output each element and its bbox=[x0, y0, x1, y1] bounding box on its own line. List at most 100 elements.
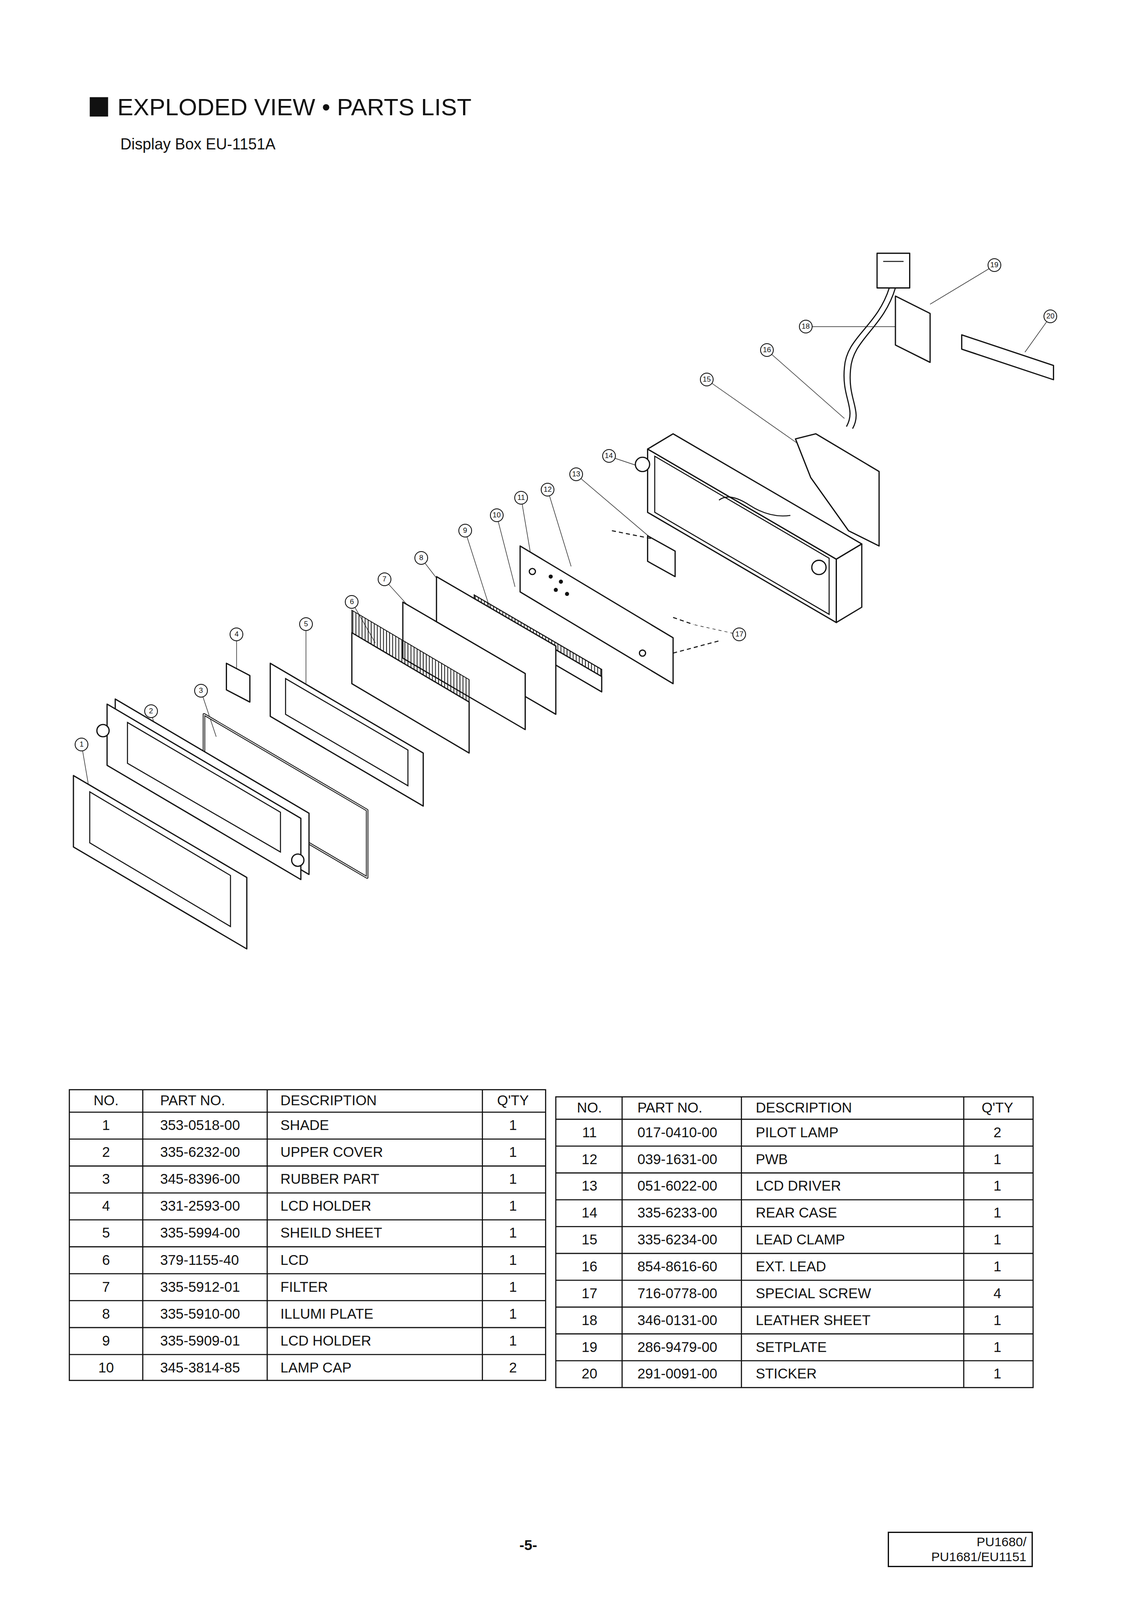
table-cell: 353-0518-00 bbox=[160, 1117, 240, 1133]
table-cell: 1 bbox=[993, 1151, 1002, 1167]
parts-table-left bbox=[69, 1089, 546, 1381]
leader-line bbox=[805, 326, 896, 327]
table-cell: EXT. LEAD bbox=[755, 1258, 827, 1274]
callout-text: 6 bbox=[349, 597, 354, 607]
table-cell: UPPER COVER bbox=[280, 1144, 383, 1160]
cover-tab bbox=[291, 854, 304, 867]
table-cell: 335-6234-00 bbox=[637, 1231, 718, 1248]
table-cell: LCD DRIVER bbox=[755, 1177, 842, 1194]
table-header: Q'TY bbox=[981, 1099, 1014, 1116]
case-tab bbox=[635, 457, 650, 472]
table-cell: 291-0091-00 bbox=[637, 1365, 718, 1382]
table-cell: 1 bbox=[509, 1144, 517, 1160]
cable bbox=[844, 287, 890, 427]
table-cell: 5 bbox=[102, 1224, 110, 1241]
callout-text: 4 bbox=[234, 629, 239, 639]
table-cell: 18 bbox=[581, 1312, 598, 1328]
table-rule bbox=[69, 1111, 546, 1113]
callout-text: 19 bbox=[990, 260, 999, 270]
table-cell: 335-5910-00 bbox=[160, 1305, 240, 1322]
table-cell: SHADE bbox=[280, 1117, 330, 1133]
table-rule bbox=[69, 1138, 546, 1140]
table-cell: 17 bbox=[581, 1285, 598, 1301]
callout-text: 16 bbox=[762, 345, 771, 355]
table-rule bbox=[69, 1326, 546, 1329]
callout-text: 15 bbox=[702, 375, 711, 384]
table-header: Q'TY bbox=[497, 1092, 529, 1108]
callout-number: 12 bbox=[540, 482, 555, 497]
table-cell: REAR CASE bbox=[755, 1204, 838, 1221]
table-cell: 1 bbox=[102, 1117, 110, 1133]
table-cell: 1 bbox=[509, 1305, 517, 1322]
table-cell: 10 bbox=[98, 1359, 114, 1376]
table-border bbox=[555, 1096, 1033, 1388]
pilot-lamp bbox=[639, 650, 646, 656]
table-cell: 4 bbox=[102, 1198, 110, 1214]
shade-window bbox=[89, 791, 231, 927]
table-rule bbox=[555, 1306, 1033, 1308]
table-header: PART NO. bbox=[637, 1099, 703, 1116]
leader-line bbox=[496, 515, 516, 587]
table-cell: 2 bbox=[102, 1144, 110, 1160]
table-cell: 335-5912-01 bbox=[160, 1278, 240, 1295]
holder-frame bbox=[270, 663, 423, 807]
table-rule bbox=[481, 1089, 484, 1381]
shade-outer bbox=[73, 775, 247, 949]
callout-text: 13 bbox=[572, 469, 581, 479]
callout-text: 18 bbox=[801, 322, 810, 331]
table-cell: 345-8396-00 bbox=[160, 1171, 240, 1187]
leader-line bbox=[766, 349, 845, 419]
screw-line bbox=[673, 640, 720, 653]
table-cell: LAMP CAP bbox=[280, 1359, 352, 1376]
table-header: NO. bbox=[577, 1099, 603, 1116]
lead-clamp bbox=[795, 433, 880, 546]
table-cell: 1 bbox=[509, 1171, 517, 1187]
table-rule bbox=[555, 1145, 1033, 1147]
table-rule bbox=[963, 1096, 965, 1388]
table-cell: STICKER bbox=[755, 1365, 817, 1382]
table-cell: 854-8616-60 bbox=[637, 1258, 718, 1274]
holder-window bbox=[285, 678, 409, 786]
callout-number: 8 bbox=[414, 550, 429, 565]
table-cell: 1 bbox=[509, 1278, 517, 1295]
table-rule bbox=[69, 1192, 546, 1194]
table-cell: RUBBER PART bbox=[280, 1171, 380, 1187]
table-cell: 1 bbox=[993, 1204, 1002, 1221]
leader-line bbox=[929, 265, 995, 305]
case-side bbox=[836, 543, 862, 623]
table-cell: 6 bbox=[102, 1251, 110, 1268]
table-cell: 1 bbox=[993, 1365, 1002, 1382]
table-cell: 335-5909-01 bbox=[160, 1332, 240, 1349]
table-cell: LCD bbox=[280, 1251, 309, 1268]
page-number: -5- bbox=[519, 1536, 538, 1553]
leader-line bbox=[706, 379, 806, 449]
table-cell: 8 bbox=[102, 1305, 110, 1322]
table-cell: 14 bbox=[581, 1204, 598, 1221]
callout-number: 11 bbox=[514, 490, 528, 505]
table-rule bbox=[621, 1096, 623, 1388]
table-rule bbox=[555, 1279, 1033, 1281]
table-rule bbox=[69, 1299, 546, 1301]
table-cell: FILTER bbox=[280, 1278, 328, 1295]
callout-number: 2 bbox=[144, 704, 158, 718]
callout-number: 7 bbox=[377, 572, 392, 586]
table-cell: 1 bbox=[509, 1224, 517, 1241]
callout-text: 14 bbox=[604, 451, 613, 461]
callout-number: 4 bbox=[229, 627, 244, 642]
table-cell: SETPLATE bbox=[755, 1338, 827, 1355]
table-cell: 16 bbox=[581, 1258, 598, 1274]
table-rule bbox=[555, 1332, 1033, 1335]
callout-text: 17 bbox=[735, 629, 744, 639]
callout-text: 2 bbox=[148, 706, 153, 716]
table-cell: 3 bbox=[102, 1171, 110, 1187]
table-cell: 9 bbox=[102, 1332, 110, 1349]
callout-number: 13 bbox=[569, 467, 583, 481]
screw-line bbox=[612, 530, 653, 539]
leather-sheet bbox=[895, 296, 930, 363]
callout-number: 5 bbox=[299, 617, 313, 631]
pwb-dot bbox=[558, 579, 563, 584]
subtitle: Display Box EU-1151A bbox=[120, 135, 276, 153]
page-title: EXPLODED VIEW • PARTS LIST bbox=[117, 93, 472, 121]
connector bbox=[877, 253, 910, 288]
table-cell: SHEILD SHEET bbox=[280, 1224, 382, 1241]
